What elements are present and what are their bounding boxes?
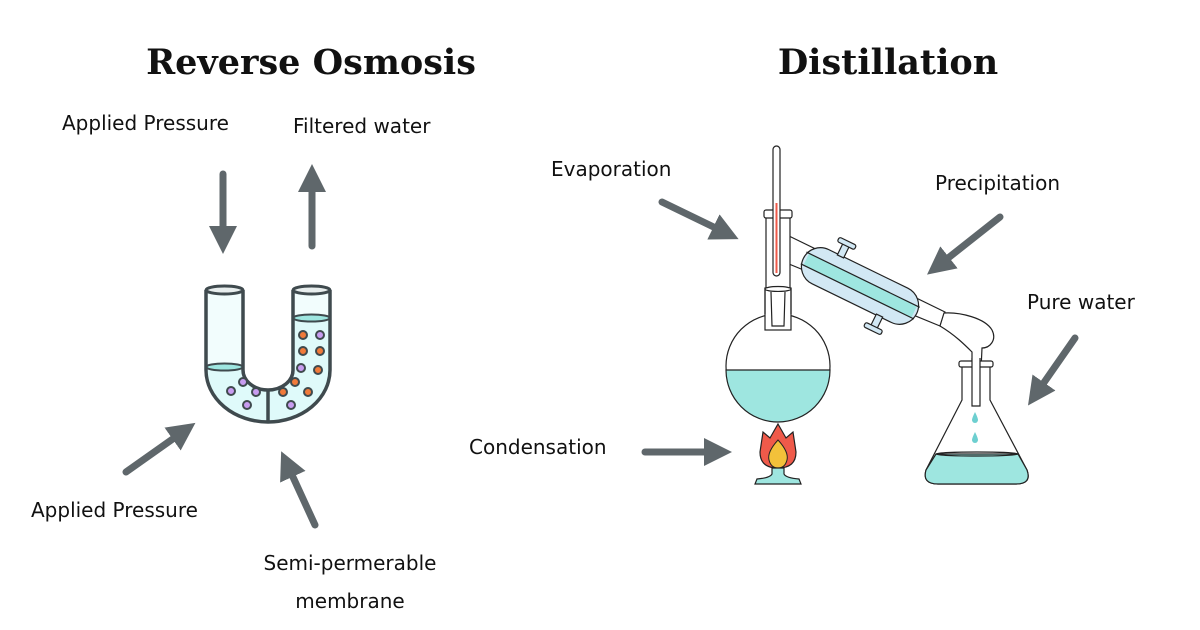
label-membrane: membrane <box>295 589 404 613</box>
u-tube-icon <box>204 284 332 424</box>
droplet-icon <box>972 412 978 423</box>
title-reverse-osmosis: Reverse Osmosis <box>146 42 476 83</box>
particles-salt-icon <box>226 330 325 410</box>
distillation-apparatus-icon <box>725 145 1029 485</box>
flame-burner-icon <box>754 422 802 485</box>
label-applied-pressure-bottom: Applied Pressure <box>31 498 198 522</box>
particles-contaminant-icon <box>278 330 325 397</box>
title-distillation: Distillation <box>778 42 998 83</box>
label-condensation: Condensation <box>469 435 607 459</box>
arrow-evaporation-icon <box>658 198 739 240</box>
label-evaporation: Evaporation <box>551 157 671 181</box>
label-applied-pressure-top: Applied Pressure <box>62 111 229 135</box>
arrow-membrane-icon <box>280 451 319 529</box>
label-precipitation: Precipitation <box>935 171 1060 195</box>
droplet-icon <box>972 432 978 443</box>
arrow-pure-water-icon <box>1027 334 1079 406</box>
label-semi-permeable: Semi-permerable <box>264 551 437 575</box>
label-pure-water: Pure water <box>1027 290 1136 314</box>
arrow-precipitation-icon <box>927 213 1004 275</box>
arrow-applied-pressure-icon <box>122 422 196 476</box>
label-filtered-water: Filtered water <box>293 114 431 138</box>
